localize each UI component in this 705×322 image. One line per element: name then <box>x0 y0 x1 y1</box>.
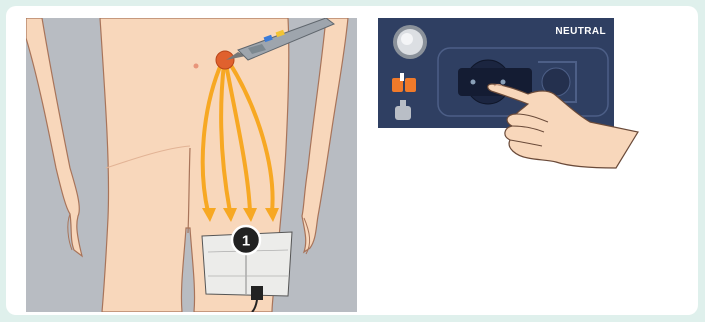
pad-connector <box>251 286 263 300</box>
power-knob <box>393 25 427 59</box>
step-badge-number: 1 <box>242 233 250 250</box>
active-electrode-site <box>216 51 234 69</box>
step-badge: 1 <box>232 226 260 254</box>
neutral-label: NEUTRAL <box>555 26 606 37</box>
patient-diagram: 1 <box>26 18 357 312</box>
generator-diagram: NEUTRAL <box>378 18 648 173</box>
navel-mark <box>194 64 199 69</box>
